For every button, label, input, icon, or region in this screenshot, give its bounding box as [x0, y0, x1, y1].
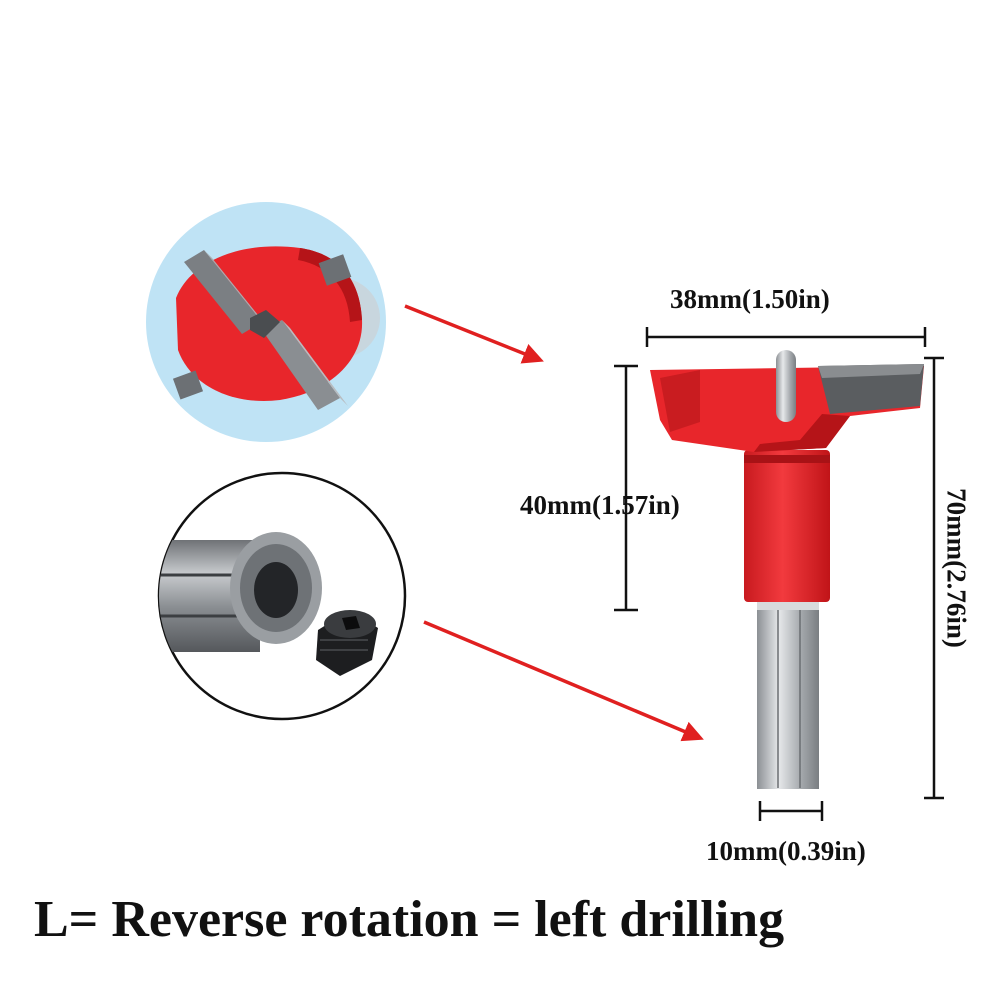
width-dimension-label: 38mm(1.50in) [670, 284, 830, 314]
arrow-icon [404, 304, 544, 364]
body-length-dimension-label: 40mm(1.57in) [520, 490, 680, 520]
total-length-dimension-label: 70mm(2.76in) [941, 488, 972, 648]
forstner-bit [650, 350, 924, 789]
arrow-icon [423, 620, 704, 742]
shank-dimension-label: 10mm(0.39in) [706, 836, 866, 866]
dimension-lines [614, 327, 944, 821]
cutter-head-closeup [146, 202, 386, 442]
rotation-caption: L= Reverse rotation = left drilling [34, 891, 785, 948]
shank-set-screw-closeup [157, 471, 407, 721]
